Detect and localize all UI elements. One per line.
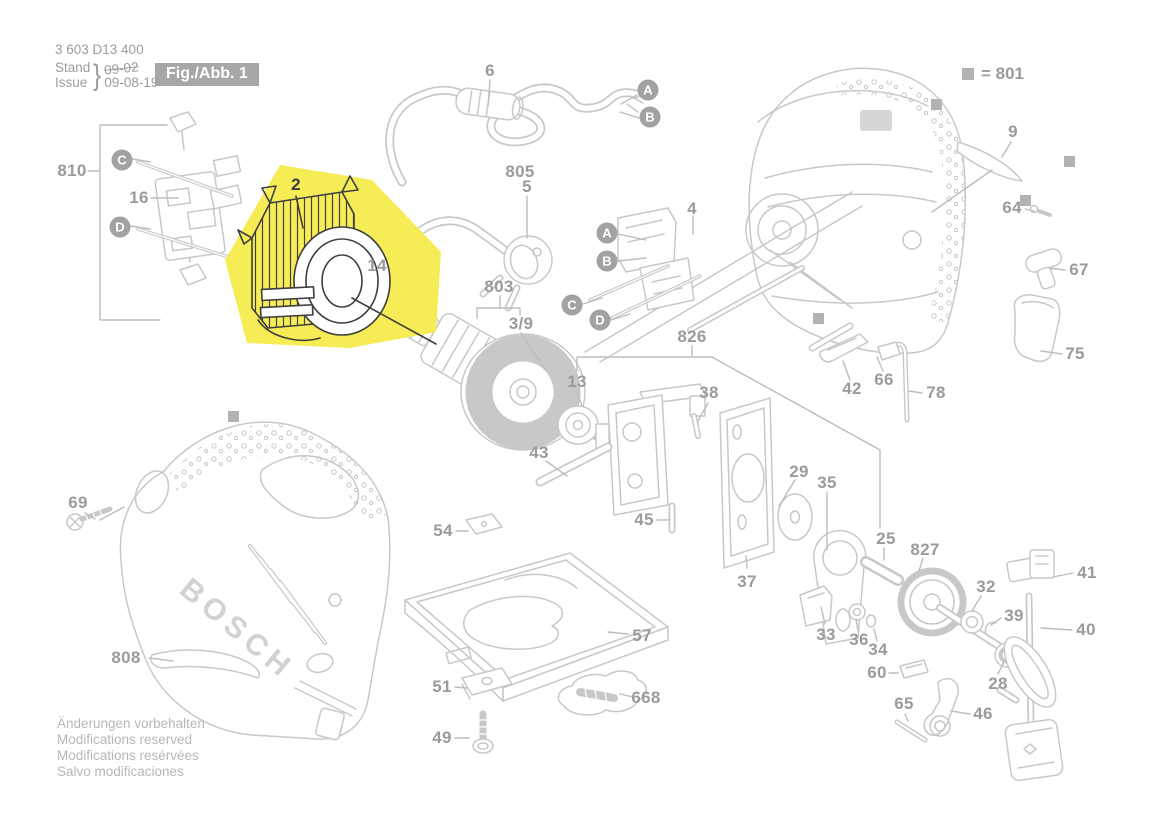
part-callout-46: 46 bbox=[973, 704, 993, 723]
part-callout-808: 808 bbox=[111, 648, 141, 667]
footer-line-en: Modifications reserved bbox=[57, 732, 193, 747]
assembly-legend: = 801 bbox=[962, 64, 1024, 84]
footer-line-fr: Modifications resérvées bbox=[57, 748, 199, 763]
part-callout-32: 32 bbox=[976, 577, 996, 596]
part-callout-75: 75 bbox=[1065, 344, 1085, 363]
figure-badge: Fig./Abb. 1 bbox=[155, 63, 259, 86]
part-callout-65: 65 bbox=[894, 694, 914, 713]
mains-plug bbox=[397, 216, 553, 312]
part-callout-25: 25 bbox=[876, 529, 896, 548]
base-plate-group bbox=[404, 513, 669, 754]
part-callout-36: 36 bbox=[849, 630, 869, 649]
part-callout-64: 64 bbox=[1002, 198, 1022, 217]
issue-label: Issue bbox=[55, 75, 88, 90]
variant-circle-D: D bbox=[109, 216, 131, 238]
part-callout-51: 51 bbox=[432, 677, 452, 696]
housing-left-half bbox=[119, 421, 391, 741]
chassis-bars bbox=[584, 191, 863, 363]
upper-right-parts bbox=[808, 141, 1063, 423]
variant-circle-D: D bbox=[589, 309, 611, 331]
footer-notices: Änderungen vorbehalten Modifications res… bbox=[57, 716, 205, 780]
issue-date: 09-08-19 bbox=[104, 75, 159, 90]
part-callout-668: 668 bbox=[631, 688, 661, 707]
part-callout-4: 4 bbox=[687, 199, 697, 218]
stand-label: Stand bbox=[55, 60, 91, 75]
part-callout-37: 37 bbox=[737, 572, 757, 591]
assembly-801-marker bbox=[1064, 156, 1075, 167]
part-callout-41: 41 bbox=[1077, 563, 1097, 582]
plunger-assembly bbox=[996, 549, 1064, 782]
part-callout-826: 826 bbox=[677, 327, 707, 346]
part-callout-16: 16 bbox=[129, 188, 149, 207]
housing-right-half bbox=[745, 67, 967, 355]
stand-issue-block: Stand Issue } 09-02 09-08-19 bbox=[55, 58, 159, 92]
part-callout-78: 78 bbox=[926, 383, 946, 402]
footer-line-es: Salvo modificaciones bbox=[57, 764, 184, 779]
part-callout-33: 33 bbox=[816, 625, 836, 644]
brace-glyph: } bbox=[93, 58, 102, 92]
part-callout-5: 5 bbox=[522, 177, 532, 196]
part-callout-3-9: 3/9 bbox=[508, 314, 534, 333]
part-callout-39: 39 bbox=[1004, 606, 1024, 625]
part-callout-69: 69 bbox=[68, 493, 88, 512]
part-callout-66: 66 bbox=[874, 370, 894, 389]
part-callout-54: 54 bbox=[433, 521, 453, 540]
assembly-801-marker bbox=[813, 313, 824, 324]
part-callout-803: 803 bbox=[484, 277, 514, 296]
assembly-801-marker bbox=[1020, 195, 1031, 206]
assembly-801-marker bbox=[228, 411, 239, 422]
gearbox-frame bbox=[535, 383, 707, 534]
variant-circle-A: A bbox=[637, 79, 659, 101]
part-callout-6: 6 bbox=[485, 61, 495, 80]
variant-circle-B: B bbox=[639, 106, 661, 128]
part-callout-14: 14 bbox=[367, 256, 387, 275]
part-callout-57: 57 bbox=[632, 626, 652, 645]
sheet-part-number: 3 603 D13 400 bbox=[55, 42, 144, 57]
switch-assembly bbox=[588, 207, 702, 320]
part-callout-2: 2 bbox=[291, 175, 301, 194]
variant-circle-C: C bbox=[111, 149, 133, 171]
part-callout-67: 67 bbox=[1069, 260, 1089, 279]
part-callout-28: 28 bbox=[988, 674, 1008, 693]
brush-holder-assembly bbox=[136, 111, 243, 286]
sheet-header: 3 603 D13 400 Stand Issue } 09-02 09-08-… bbox=[55, 42, 158, 90]
part-callout-827: 827 bbox=[910, 540, 940, 559]
legend-text: = 801 bbox=[981, 64, 1025, 83]
footer-line-de: Änderungen vorbehalten bbox=[57, 716, 205, 731]
part-callout-34: 34 bbox=[868, 640, 888, 659]
small-parts-group bbox=[799, 585, 959, 743]
legend-square-icon bbox=[962, 68, 974, 80]
part-callout-29: 29 bbox=[789, 462, 809, 481]
part-callout-42: 42 bbox=[842, 379, 862, 398]
part-callout-35: 35 bbox=[817, 473, 837, 492]
assembly-801-marker bbox=[931, 99, 942, 110]
part-callout-38: 38 bbox=[699, 383, 719, 402]
variant-circle-A: A bbox=[596, 222, 618, 244]
parts-artwork bbox=[66, 67, 1064, 782]
part-callout-45: 45 bbox=[634, 510, 654, 529]
part-callout-805: 805 bbox=[505, 162, 535, 181]
variant-circle-B: B bbox=[596, 250, 618, 272]
part-callout-810: 810 bbox=[57, 161, 87, 180]
part-callout-40: 40 bbox=[1076, 620, 1096, 639]
part-callout-43: 43 bbox=[529, 443, 549, 462]
field-coil-part bbox=[237, 175, 437, 345]
part-callout-60: 60 bbox=[867, 663, 887, 682]
part-callout-9: 9 bbox=[1008, 122, 1018, 141]
variant-circle-C: C bbox=[561, 294, 583, 316]
part-callout-13: 13 bbox=[567, 372, 587, 391]
part-callout-49: 49 bbox=[432, 728, 452, 747]
leader-lines bbox=[84, 79, 1074, 739]
